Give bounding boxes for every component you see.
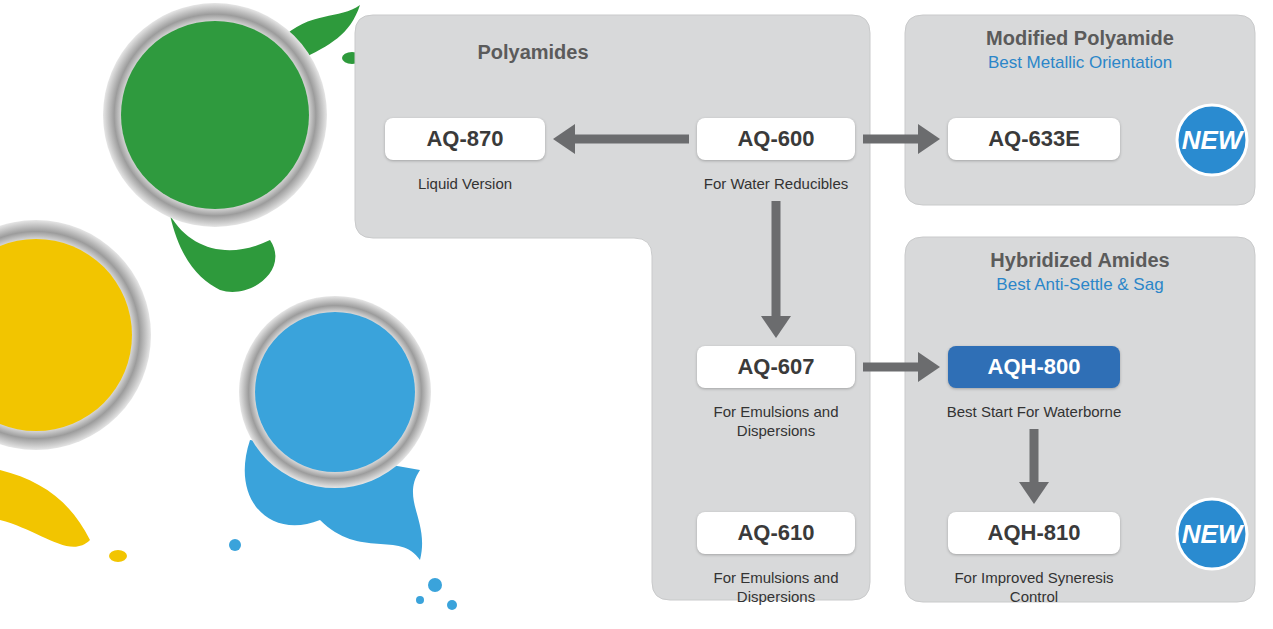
product-code: AQ-633E [988,126,1080,152]
panel-subtitle: Best Anti-Settle & Sag [905,275,1255,295]
product-use: For Improved Syneresis Control [943,568,1125,606]
group-panel: Hybridized AmidesBest Anti-Settle & SagA… [905,237,1255,602]
group-panel: Modified PolyamideBest Metallic Orientat… [905,15,1255,205]
product-use: Best Start For Waterborne [943,402,1125,421]
product-code: AQH-810 [988,520,1081,546]
panel-subtitle: Best Metallic Orientation [905,53,1255,73]
arrow-head [761,316,791,338]
badge-fill [1177,499,1247,569]
group-panel: PolyamidesAQ-870Liquid VersionAQ-600For … [355,15,870,600]
product-code: AQ-610 [737,520,814,546]
product-box: AQ-610For Emulsions and Dispersions [697,512,855,554]
new-badge: NEW [1175,103,1249,177]
product-use: For Emulsions and Dispersions [692,568,860,606]
arrow-shaft [772,201,781,318]
product-box: AQ-633E [948,118,1120,160]
arrow-shaft [863,135,920,144]
arrow-shaft [573,135,689,144]
arrow-head [1019,482,1049,504]
flow-arrow [863,352,940,382]
product-box: AQ-600For Water Reducibles [697,118,855,160]
product-box: AQH-800Best Start For Waterborne [948,346,1120,388]
badge-fill [1177,105,1247,175]
panel-fill [905,237,1255,602]
product-box: AQ-607For Emulsions and Dispersions [697,346,855,388]
arrow-head [918,124,940,154]
product-use: For Emulsions and Dispersions [692,402,860,440]
flow-arrow [553,124,689,154]
flow-arrow [761,201,791,338]
new-badge: NEW [1175,497,1249,571]
panel-title: Hybridized Amides [905,249,1255,272]
panel-fill [355,15,870,600]
product-use: For Water Reducibles [667,174,885,193]
product-box: AQ-870Liquid Version [385,118,545,160]
product-code: AQ-870 [426,126,503,152]
panel-title: Modified Polyamide [905,27,1255,50]
product-use: Liquid Version [355,174,575,193]
flow-arrow [863,124,940,154]
product-code: AQH-800 [988,354,1081,380]
product-box: AQH-810For Improved Syneresis Control [948,512,1120,554]
panel-fill [905,15,1255,205]
arrow-head [553,124,575,154]
flow-arrow [1019,429,1049,504]
product-code: AQ-607 [737,354,814,380]
badge-text: NEW [1182,519,1243,550]
badge-text: NEW [1182,125,1243,156]
panel-title: Polyamides [355,41,711,64]
arrow-shaft [1030,429,1039,484]
product-code: AQ-600 [737,126,814,152]
arrow-head [918,352,940,382]
arrow-shaft [863,363,920,372]
